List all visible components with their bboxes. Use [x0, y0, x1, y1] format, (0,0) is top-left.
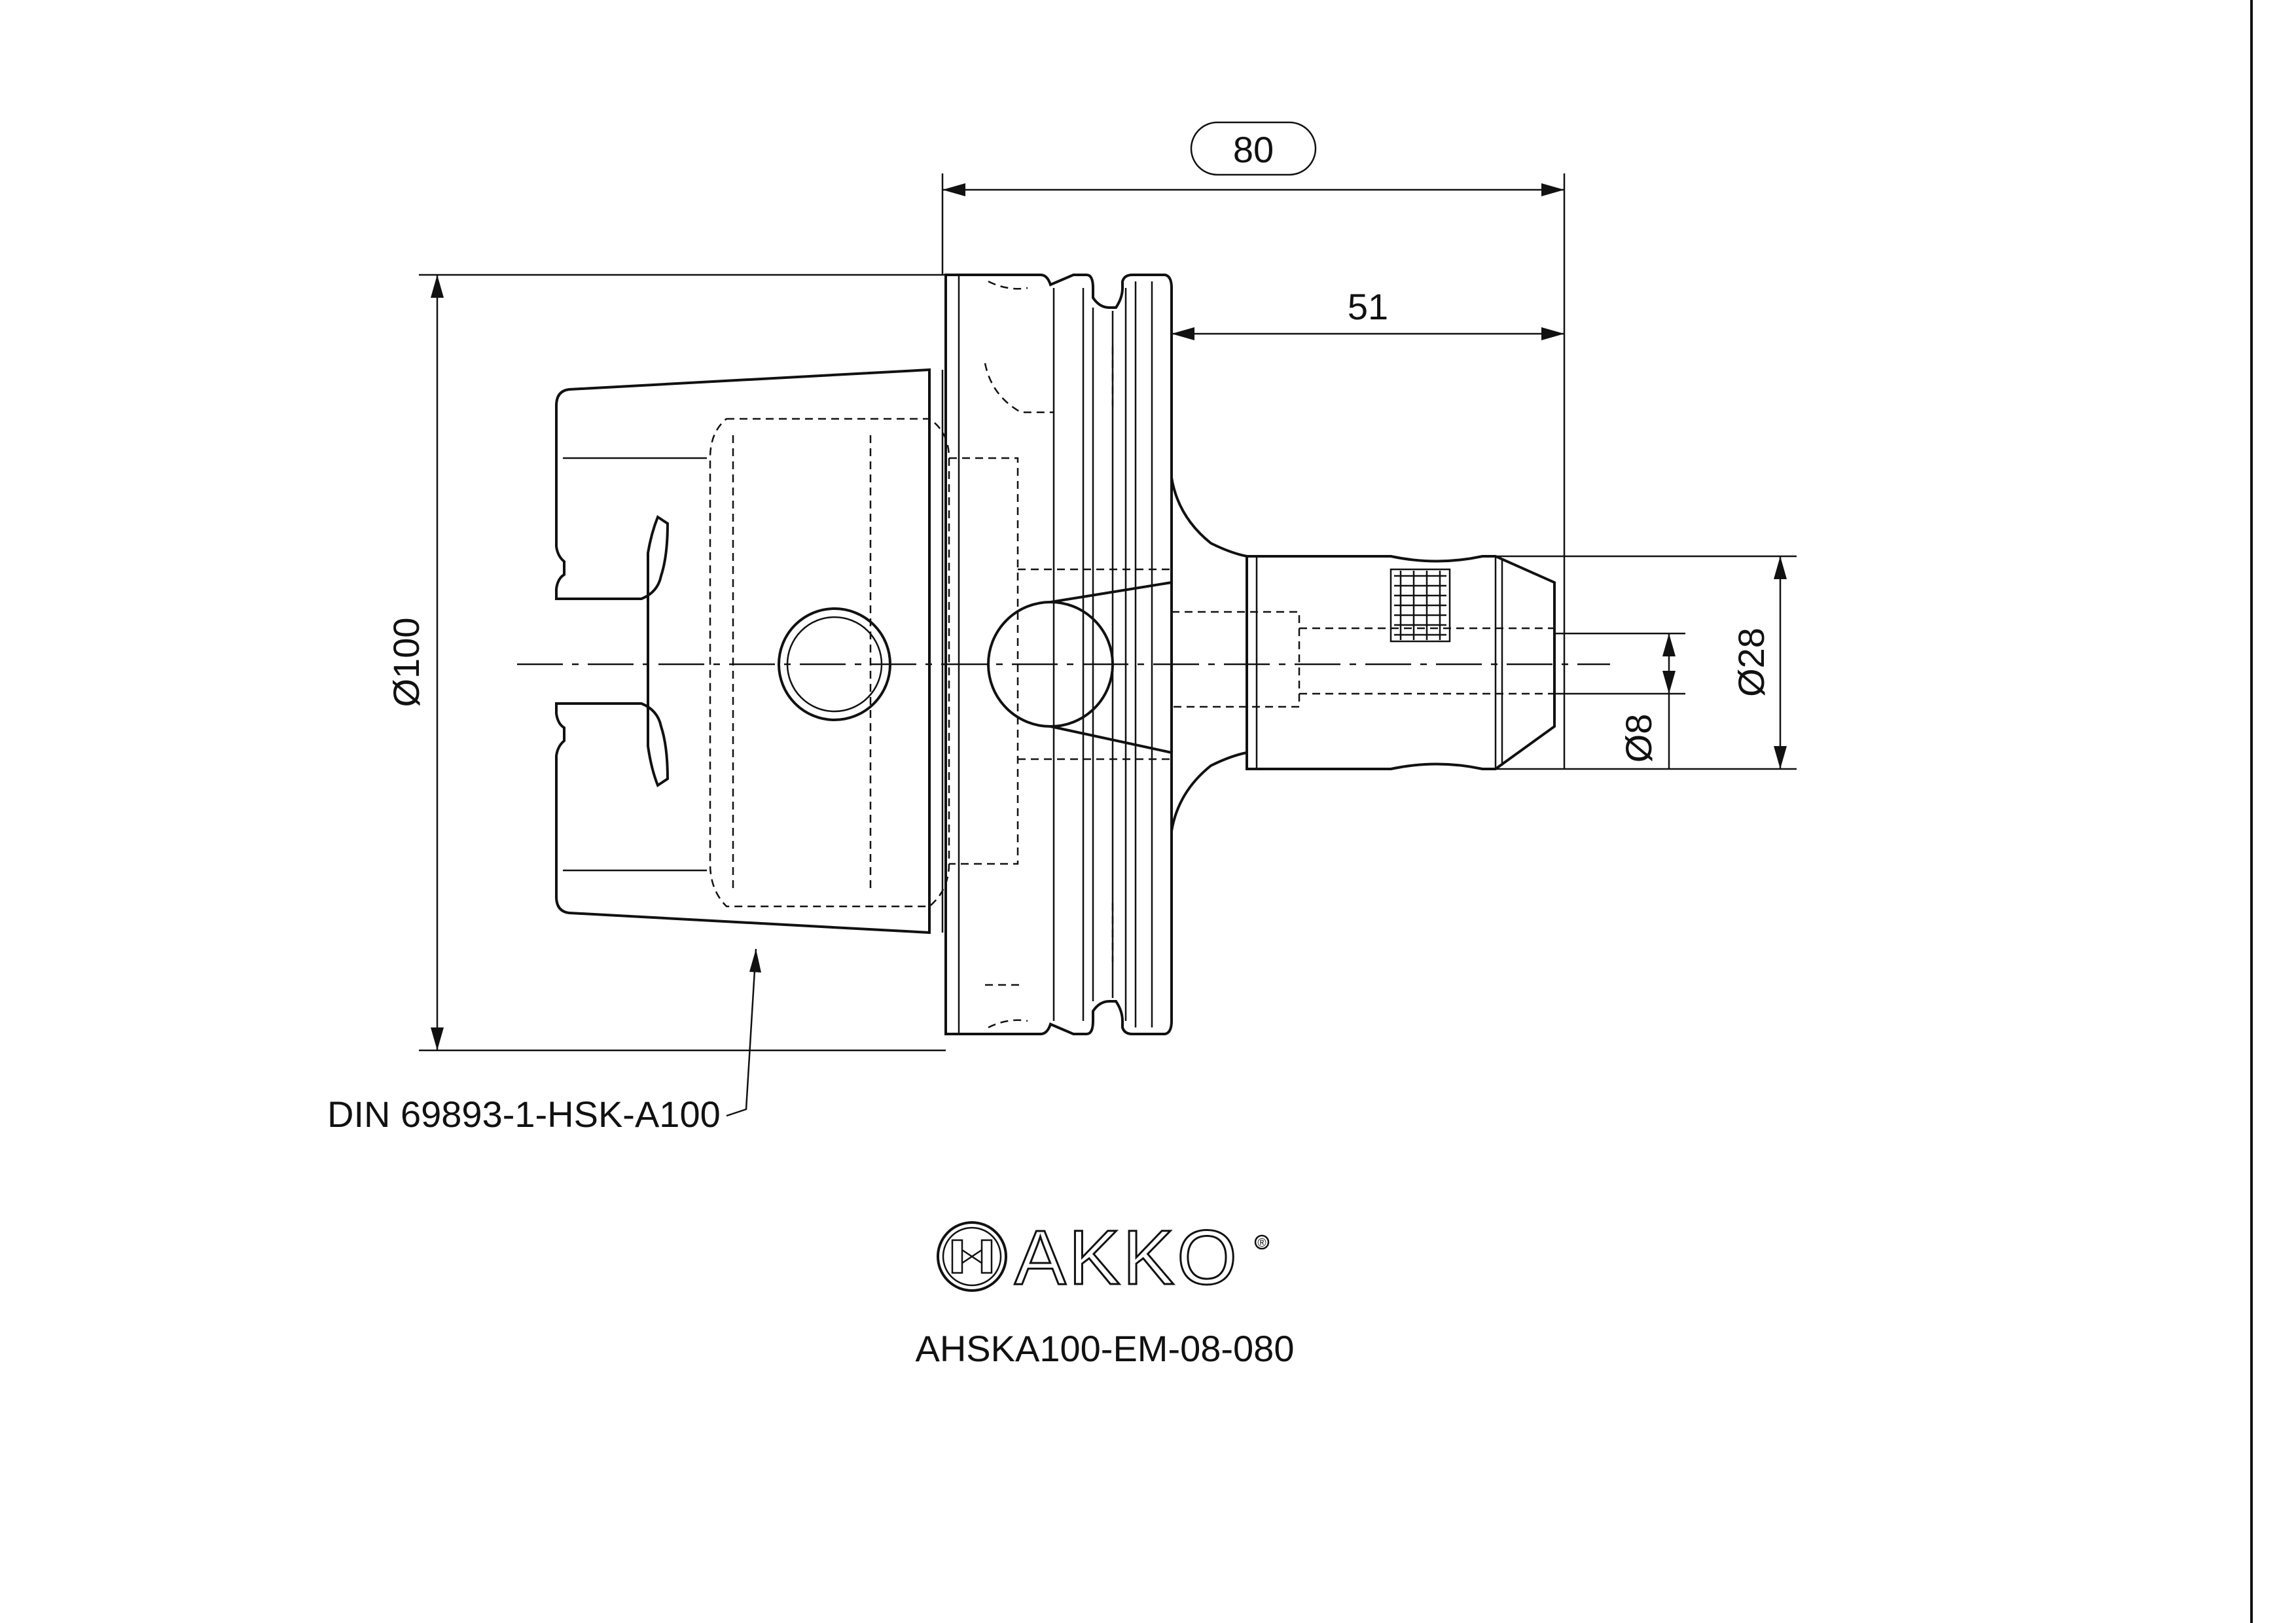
dim-shank-diameter: Ø28 [1496, 555, 1797, 770]
part-number: AHSKA100-EM-08-080 [916, 1328, 1295, 1369]
brand-name: AKKO [1014, 1215, 1240, 1301]
tool-holder-outline [555, 274, 1556, 1035]
hidden-lines [709, 280, 1554, 1029]
akko-logo-icon [937, 1221, 1007, 1292]
dim-flange-diameter: Ø100 [386, 274, 946, 1052]
dim-bore-diameter: Ø8 [1554, 632, 1685, 769]
dim-28-text: Ø28 [1731, 628, 1772, 697]
dim-8-text: Ø8 [1618, 714, 1659, 763]
dim-80-text: 80 [1233, 129, 1274, 170]
registered-mark: ® [1257, 1236, 1266, 1249]
standard-leader: DIN 69893-1-HSK-A100 [327, 948, 761, 1135]
dim-51-text: 51 [1348, 286, 1388, 327]
clamp-screw [1390, 568, 1451, 643]
standard-label: DIN 69893-1-HSK-A100 [327, 1094, 721, 1135]
dim-100-text: Ø100 [386, 618, 427, 707]
dim-shank-length: 51 [1172, 286, 1564, 340]
dim-overall-length: 80 [941, 121, 1566, 769]
brand-logo: AKKO ® [937, 1214, 1270, 1302]
